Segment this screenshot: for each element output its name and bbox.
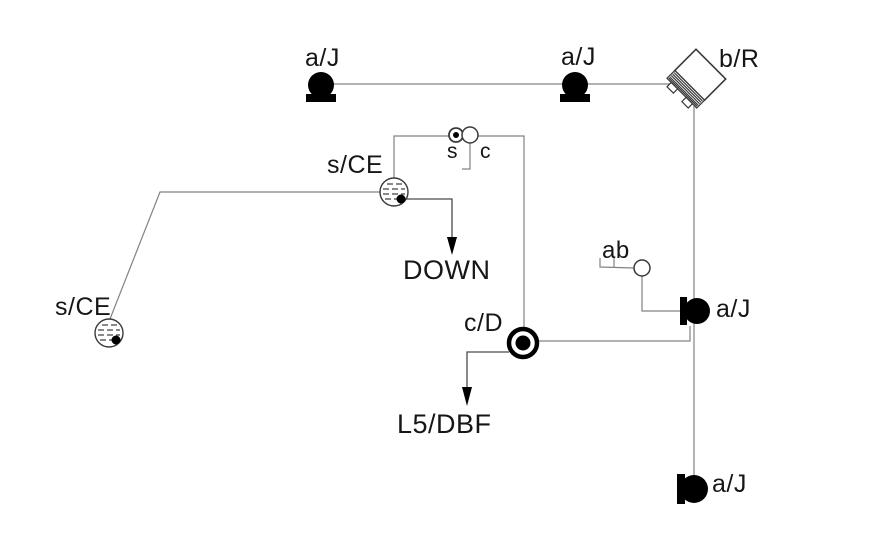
down-arrowhead-icon	[447, 237, 457, 255]
down-arrow	[401, 198, 457, 255]
label-equipment-br: b/R	[719, 45, 759, 73]
br-tab-right	[681, 96, 694, 109]
l5dbf-arrow-shaft	[466, 351, 509, 389]
detector-symbol-mid	[379, 177, 409, 207]
label-detector-mid: s/CE	[327, 151, 383, 179]
indicator-symbol-cd	[506, 326, 540, 360]
label-luminaire-top-left: a/J	[305, 44, 340, 72]
label-l5dbf: L5/DBF	[397, 409, 492, 439]
wire-switch-tail	[462, 143, 471, 170]
detector-left-dot	[111, 335, 121, 345]
br-tab-left	[666, 81, 679, 94]
down-arrow-shaft	[401, 198, 453, 240]
luminaire-symbol-top-left	[306, 72, 336, 102]
wire-ab-branch	[641, 276, 680, 312]
detector-mid-dot	[396, 194, 406, 204]
label-switch-s: s	[447, 140, 458, 163]
luminaire-symbol-mid-right	[680, 297, 710, 325]
switch-c-circle	[461, 126, 479, 144]
luminaire-symbol-bottom-right	[677, 474, 708, 504]
label-detector-left: s/CE	[55, 293, 111, 321]
label-luminaire-mid-right: a/J	[716, 295, 751, 323]
label-switch-c: c	[480, 140, 491, 163]
outlet-symbol-ab	[633, 259, 651, 277]
label-luminaire-top-mid: a/J	[561, 43, 596, 71]
wire-ab-staple	[599, 258, 635, 269]
label-outlet-ab: ab	[602, 237, 630, 264]
wiring-lines	[109, 83, 695, 476]
equipment-symbol-br	[666, 48, 727, 109]
switch-pair-symbol	[448, 126, 479, 144]
detector-symbol-left	[94, 318, 124, 348]
wire-cd-to-luminaire	[538, 326, 691, 342]
label-device-cd: c/D	[464, 309, 503, 337]
luminaire-symbol-top-mid	[560, 72, 590, 102]
l5dbf-arrow	[462, 351, 509, 406]
label-down: DOWN	[403, 255, 490, 285]
wire-switch-to-cd	[478, 135, 525, 328]
wire-switch-feed	[393, 135, 449, 178]
switch-s-dot	[453, 132, 459, 138]
wire-detector-run	[109, 191, 381, 320]
l5dbf-arrowhead-icon	[462, 387, 472, 406]
label-luminaire-bottom-right: a/J	[712, 470, 747, 498]
